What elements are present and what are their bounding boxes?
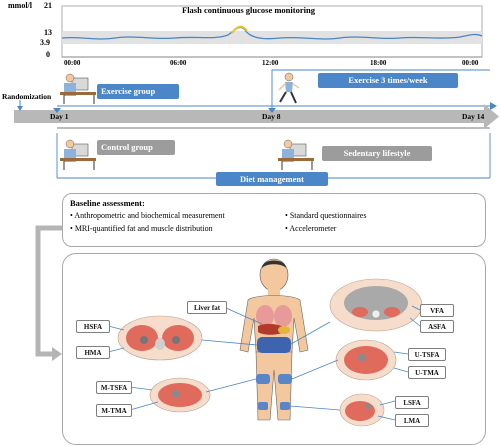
timeline-arrow	[484, 104, 499, 129]
connector-arrow	[35, 225, 62, 361]
glucose-curve	[61, 26, 483, 40]
label-hma: HMA	[76, 346, 110, 359]
desk-worker-icon	[60, 73, 96, 104]
y-tick-13: 13	[44, 28, 52, 37]
body-figure	[239, 258, 309, 421]
glucose-plot	[61, 5, 483, 58]
x-tick-1800: 18:00	[370, 59, 387, 67]
exercise-group-box: Exercise group	[97, 84, 179, 99]
day14-label: Day 14	[462, 112, 485, 121]
x-tick-0000: 00:00	[64, 59, 81, 67]
y-tick-0: 0	[46, 50, 50, 59]
label-lma: LMA	[395, 414, 429, 427]
day1-label: Day 1	[50, 112, 69, 121]
lower-leg-cross-section	[339, 393, 385, 427]
label-hsfa: HSFA	[76, 320, 110, 333]
glucose-unit: mmol/l	[8, 1, 32, 10]
connector-lines	[107, 305, 421, 421]
x-tick-1200: 12:00	[262, 59, 279, 67]
baseline-title: Baseline assessment:	[70, 198, 145, 208]
glucose-peak	[231, 25, 248, 34]
timeline-bar	[14, 110, 484, 123]
target-range-band	[62, 31, 482, 44]
upper-thigh-cross-section	[335, 339, 397, 381]
label-m-tsfa: M-TSFA	[96, 381, 132, 394]
label-vfa: VFA	[420, 304, 454, 317]
label-u-tma: U-TMA	[408, 366, 446, 379]
glucose-title: Flash continuous glucose monitoring	[182, 5, 315, 15]
label-liver-fat: Liver fat	[187, 301, 227, 314]
thigh-scan	[256, 374, 270, 384]
baseline-item: • Anthropometric and biochemical measure…	[70, 211, 225, 220]
diet-management-box: Diet management	[216, 172, 328, 186]
lung-left	[256, 305, 274, 327]
mid-thigh-cross-section	[149, 377, 211, 413]
desk-worker-icon	[278, 139, 314, 170]
abdomen-scan	[257, 337, 291, 353]
x-tick-0600: 06:00	[170, 59, 187, 67]
exercise-frequency-box: Exercise 3 times/week	[318, 73, 458, 88]
runner-icon	[278, 72, 300, 104]
x-tick-0000b: 00:00	[462, 59, 479, 67]
exercise-bracket	[271, 69, 490, 112]
label-lsfa: LSFA	[395, 396, 429, 409]
calf-scan	[258, 402, 268, 410]
timeline-graphics	[14, 69, 499, 179]
baseline-item: • Standard questionnaires	[285, 211, 367, 220]
sedentary-box: Sedentary lifestyle	[322, 146, 432, 161]
lung-right	[274, 305, 292, 327]
label-m-tma: M-TMA	[96, 404, 132, 417]
desk-worker-icon	[60, 139, 96, 170]
label-asfa: ASFA	[420, 320, 454, 333]
baseline-item: • MRI-quantified fat and muscle distribu…	[70, 224, 213, 233]
hip-cross-section	[117, 315, 203, 361]
control-group-box: Control group	[97, 140, 175, 155]
day8-label: Day 8	[262, 112, 281, 121]
baseline-item: • Accelerometer	[285, 224, 337, 233]
abdomen-cross-section	[329, 278, 423, 332]
y-tick-21: 21	[44, 1, 52, 10]
label-u-tsfa: U-TSFA	[408, 348, 446, 361]
randomization-label: Randomization	[2, 92, 52, 101]
y-tick-3.9: 3.9	[40, 38, 50, 47]
baseline-box: Baseline assessment: • Anthropometric an…	[62, 193, 486, 247]
